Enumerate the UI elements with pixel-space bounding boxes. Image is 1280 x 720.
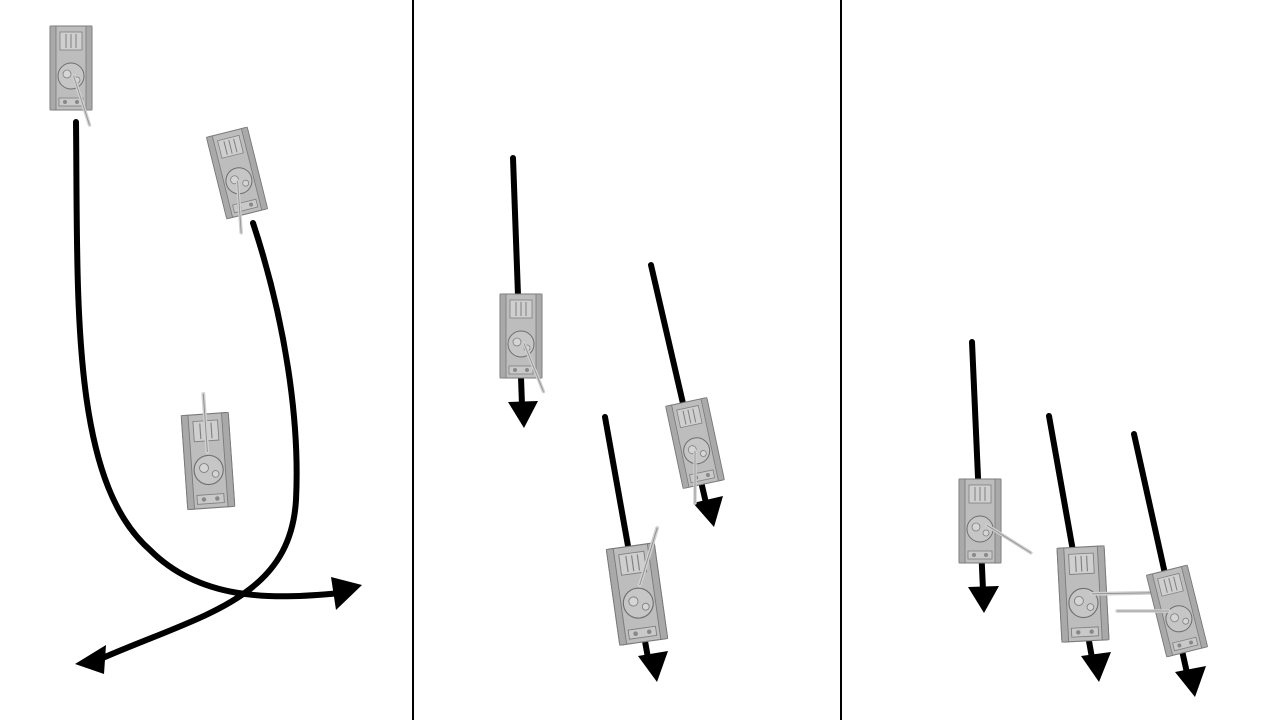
arrowhead xyxy=(331,577,362,610)
curved-arrow-path xyxy=(73,119,343,600)
tank-icon xyxy=(49,25,93,127)
tank-icon xyxy=(499,293,546,394)
arrowhead xyxy=(1081,652,1111,682)
tank-icon xyxy=(665,397,725,505)
tank-icon xyxy=(180,392,236,511)
panel-3 xyxy=(958,339,1209,697)
curved-arrow-path xyxy=(95,220,300,663)
arrowhead xyxy=(508,401,538,428)
tank-icon xyxy=(205,126,269,235)
arrowhead xyxy=(1175,666,1206,697)
tank-icon xyxy=(958,478,1033,564)
arrowhead xyxy=(638,651,668,682)
arrowhead xyxy=(75,645,106,674)
panel-1 xyxy=(49,25,362,674)
tank-icon xyxy=(1056,545,1153,643)
arrowhead xyxy=(693,496,723,527)
tank-icon xyxy=(605,526,669,646)
arrowhead xyxy=(968,586,999,613)
panel-2 xyxy=(499,155,725,682)
tank-icon xyxy=(1115,564,1209,658)
